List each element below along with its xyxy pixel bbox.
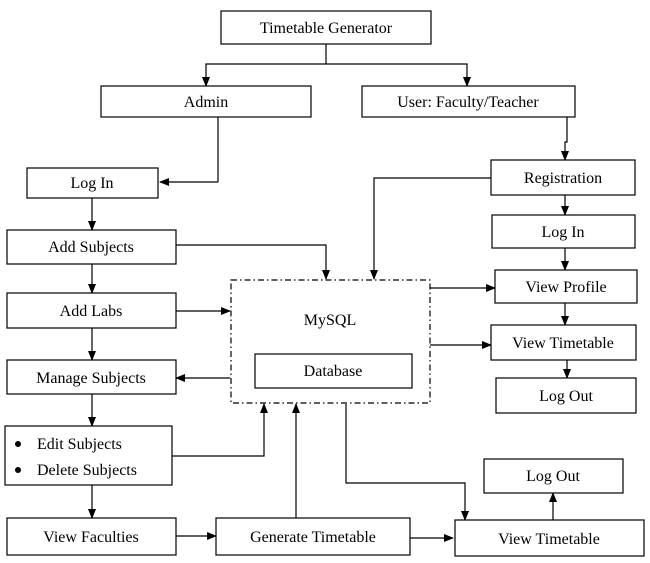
manage-subjects-label: Manage Subjects — [36, 370, 146, 387]
view-profile-label: View Profile — [525, 279, 606, 296]
delete-subjects-label: Delete Subjects — [37, 462, 137, 479]
generate-timetable-node: Generate Timetable — [215, 517, 411, 556]
edge-registration-to-mysql — [370, 177, 491, 280]
admin-label: Admin — [184, 94, 228, 111]
view-profile-node: View Profile — [494, 269, 638, 304]
admin-login-node: Log In — [26, 167, 159, 199]
edge-edit-to-mysql — [172, 403, 268, 457]
registration-node: Registration — [490, 159, 636, 196]
view-timetable-bottom-node: View Timetable — [454, 519, 645, 557]
database-node: Database — [254, 353, 413, 389]
view-faculties-node: View Faculties — [6, 517, 177, 556]
view-timetable-bottom-label: View Timetable — [498, 531, 600, 548]
admin-node: Admin — [100, 85, 312, 118]
edit-delete-subjects-node: Edit Subjects Delete Subjects — [4, 425, 173, 486]
edge-user-to-registration — [561, 117, 569, 161]
view-faculties-label: View Faculties — [43, 529, 138, 546]
mysql-label: MySQL — [304, 312, 356, 329]
edge-root-to-user — [326, 63, 471, 87]
manage-subjects-node: Manage Subjects — [6, 359, 177, 395]
add-subjects-label: Add Subjects — [48, 239, 134, 256]
add-labs-label: Add Labs — [60, 303, 123, 320]
bottom-logout-label: Log Out — [526, 468, 580, 485]
user-logout-label: Log Out — [539, 388, 593, 405]
timetable-generator-node: Timetable Generator — [220, 10, 432, 45]
view-timetable-user-label: View Timetable — [512, 335, 614, 352]
bottom-logout-node: Log Out — [483, 458, 624, 494]
edge-mysql-to-view-timetable — [345, 404, 469, 521]
bullet-edit — [15, 441, 21, 447]
add-subjects-node: Add Subjects — [6, 229, 177, 265]
user-login-node: Log In — [491, 214, 636, 249]
edit-subjects-label: Edit Subjects — [37, 436, 122, 453]
mysql-database-container: MySQL Database — [230, 279, 431, 404]
bullet-delete — [15, 467, 21, 473]
admin-login-label: Log In — [70, 175, 113, 192]
add-labs-node: Add Labs — [6, 292, 177, 329]
timetable-generator-label: Timetable Generator — [260, 20, 393, 37]
edge-root-to-admin — [202, 63, 326, 87]
edge-add-subjects-to-mysql — [176, 244, 330, 280]
user-node: User: Faculty/Teacher — [361, 85, 576, 118]
user-login-label: Log In — [541, 224, 584, 241]
generate-timetable-label: Generate Timetable — [250, 529, 376, 546]
user-logout-node: Log Out — [495, 377, 637, 414]
registration-label: Registration — [524, 170, 602, 187]
user-label: User: Faculty/Teacher — [397, 94, 539, 111]
database-label: Database — [304, 363, 363, 380]
view-timetable-user-node: View Timetable — [490, 324, 637, 361]
connectors — [88, 44, 571, 542]
